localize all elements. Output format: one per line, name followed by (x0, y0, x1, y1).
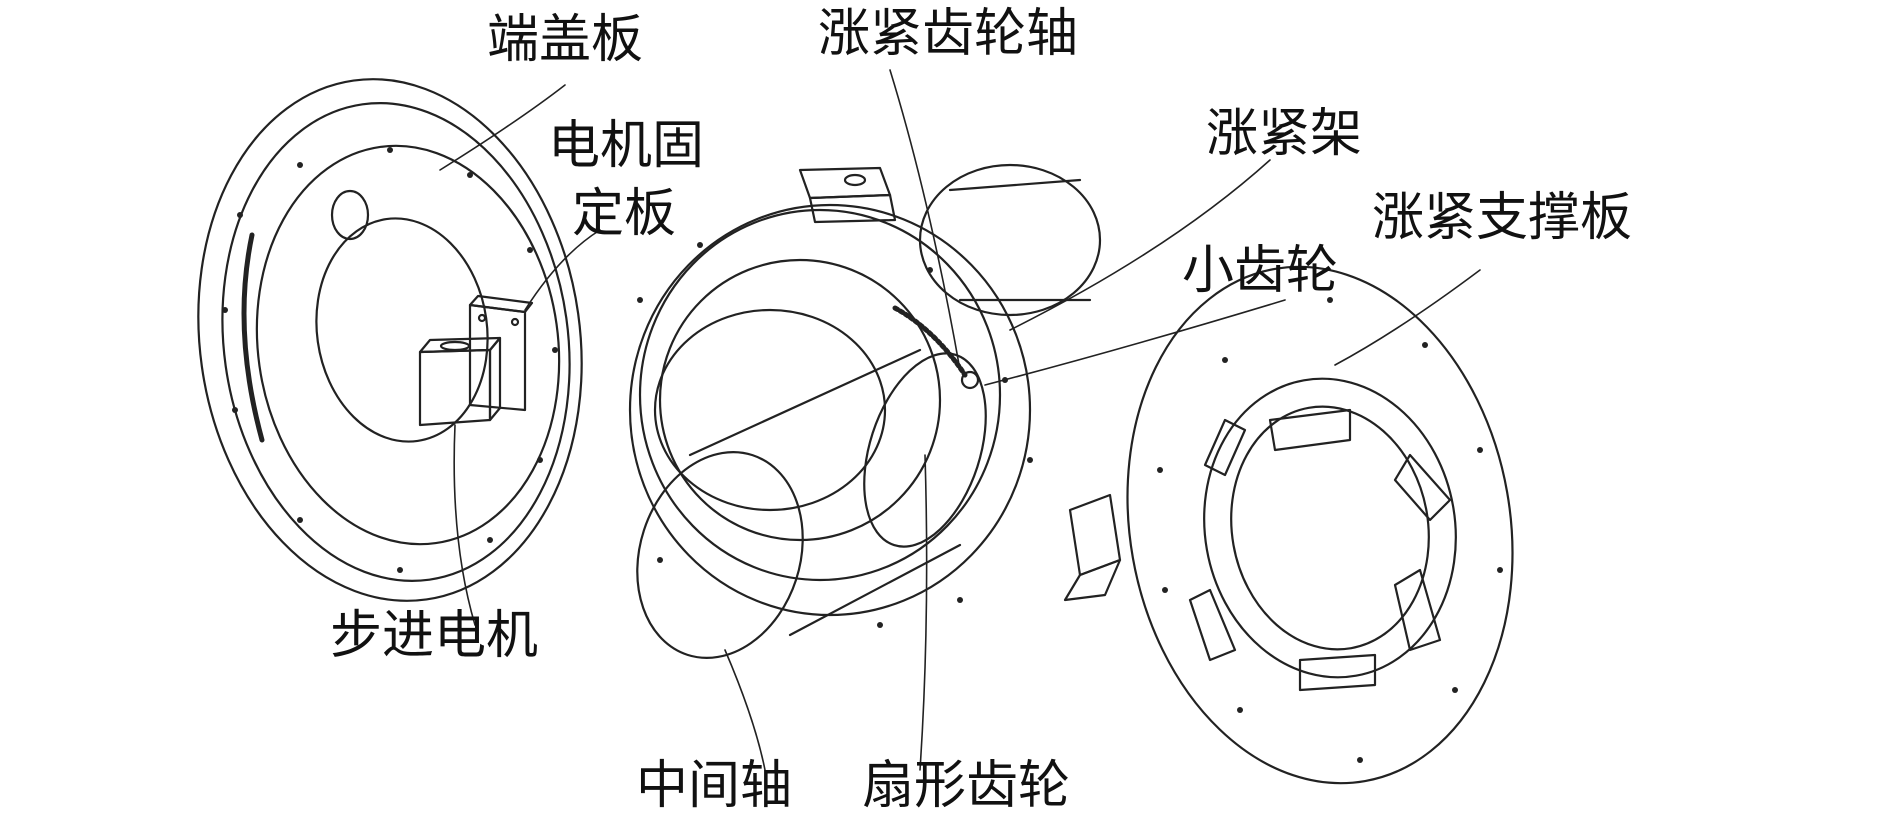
leader-pinion (984, 299, 1286, 386)
leader-sector-gear (919, 454, 928, 771)
leader-tension-support (1334, 269, 1481, 366)
leader-tension-frame (1009, 159, 1271, 331)
label-middle-shaft: 中间轴 (636, 756, 793, 816)
label-pinion: 小齿轮 (1182, 241, 1339, 301)
end-cover-plate (197, 78, 583, 602)
label-stepper-motor: 步进电机 (330, 606, 539, 666)
label-sector-gear: 扇形齿轮 (862, 756, 1071, 816)
tension-frame-assembly (628, 163, 1122, 628)
leader-end-cover (439, 84, 566, 171)
tension-support-plate (1126, 265, 1514, 785)
label-tension-gear-shaft: 涨紧齿轮轴 (818, 4, 1079, 64)
stepper-motor (418, 336, 502, 427)
leader-stepper-motor (453, 424, 476, 626)
motor-mount-plate (468, 294, 534, 412)
label-end-cover: 端盖板 (487, 10, 644, 70)
label-tension-frame: 涨紧架 (1206, 104, 1363, 164)
label-tension-support: 涨紧支撑板 (1372, 188, 1633, 248)
leader-lines (439, 69, 1481, 771)
label-motor-mount-line2: 定板 (572, 184, 677, 244)
leader-motor-mount (524, 229, 601, 311)
leader-middle-shaft (724, 649, 766, 771)
leader-tension-gear-shaft (889, 69, 961, 371)
label-motor-mount-line1: 电机固 (548, 116, 705, 176)
middle-shaft (636, 348, 987, 659)
